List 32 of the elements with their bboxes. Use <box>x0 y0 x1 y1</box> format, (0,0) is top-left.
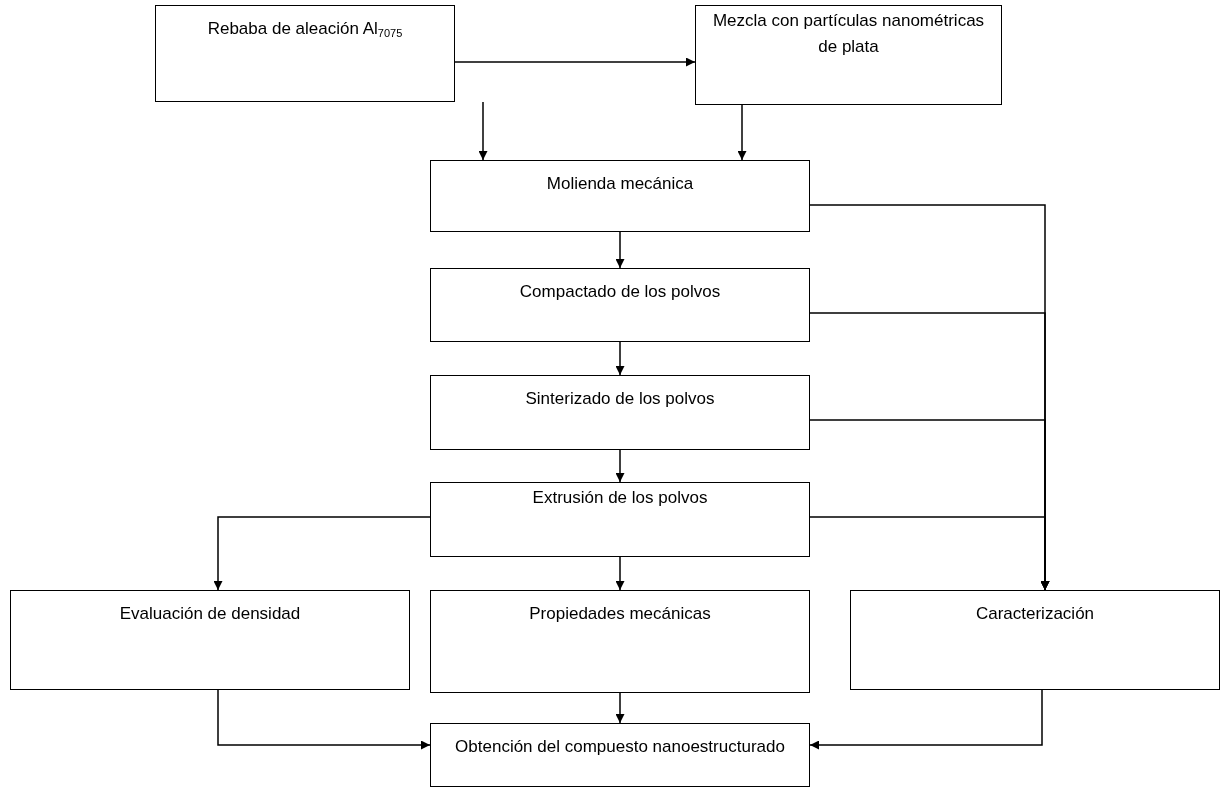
arrow <box>478 101 488 161</box>
arrow <box>213 516 431 591</box>
process-box <box>430 268 810 342</box>
process-box <box>850 590 1220 690</box>
process-box <box>155 5 455 102</box>
process-box <box>430 160 810 232</box>
arrow <box>615 556 625 591</box>
arrow <box>737 104 747 161</box>
arrow <box>615 231 625 269</box>
step-label: Obtención del compuesto nanoestructurado <box>454 736 786 758</box>
process-box <box>430 590 810 693</box>
arrow <box>217 689 431 750</box>
step-label: Compactado de los polvos <box>518 281 722 303</box>
step-label: Propiedades mecánicas <box>528 603 712 625</box>
step-label: Molienda mecánica <box>545 173 695 195</box>
arrow <box>615 449 625 483</box>
step-label: Sinterizado de los polvos <box>524 388 716 410</box>
arrow <box>809 516 1050 591</box>
step-label: Rebaba de aleación Al$_{7075}$ <box>206 18 404 41</box>
arrow <box>809 689 1043 750</box>
process-box <box>430 723 810 787</box>
arrow <box>454 57 696 67</box>
step-label: Caracterización <box>974 603 1096 625</box>
arrow <box>615 341 625 376</box>
step-label: Extrusión de los polvos <box>531 487 709 509</box>
step-label: Mezcla con partículas nanométricas de plata <box>711 10 986 58</box>
process-box <box>430 482 810 557</box>
process-box <box>695 5 1002 105</box>
process-box <box>10 590 410 690</box>
step-label: Evaluación de densidad <box>118 603 302 625</box>
arrow <box>615 692 625 724</box>
process-box <box>430 375 810 450</box>
